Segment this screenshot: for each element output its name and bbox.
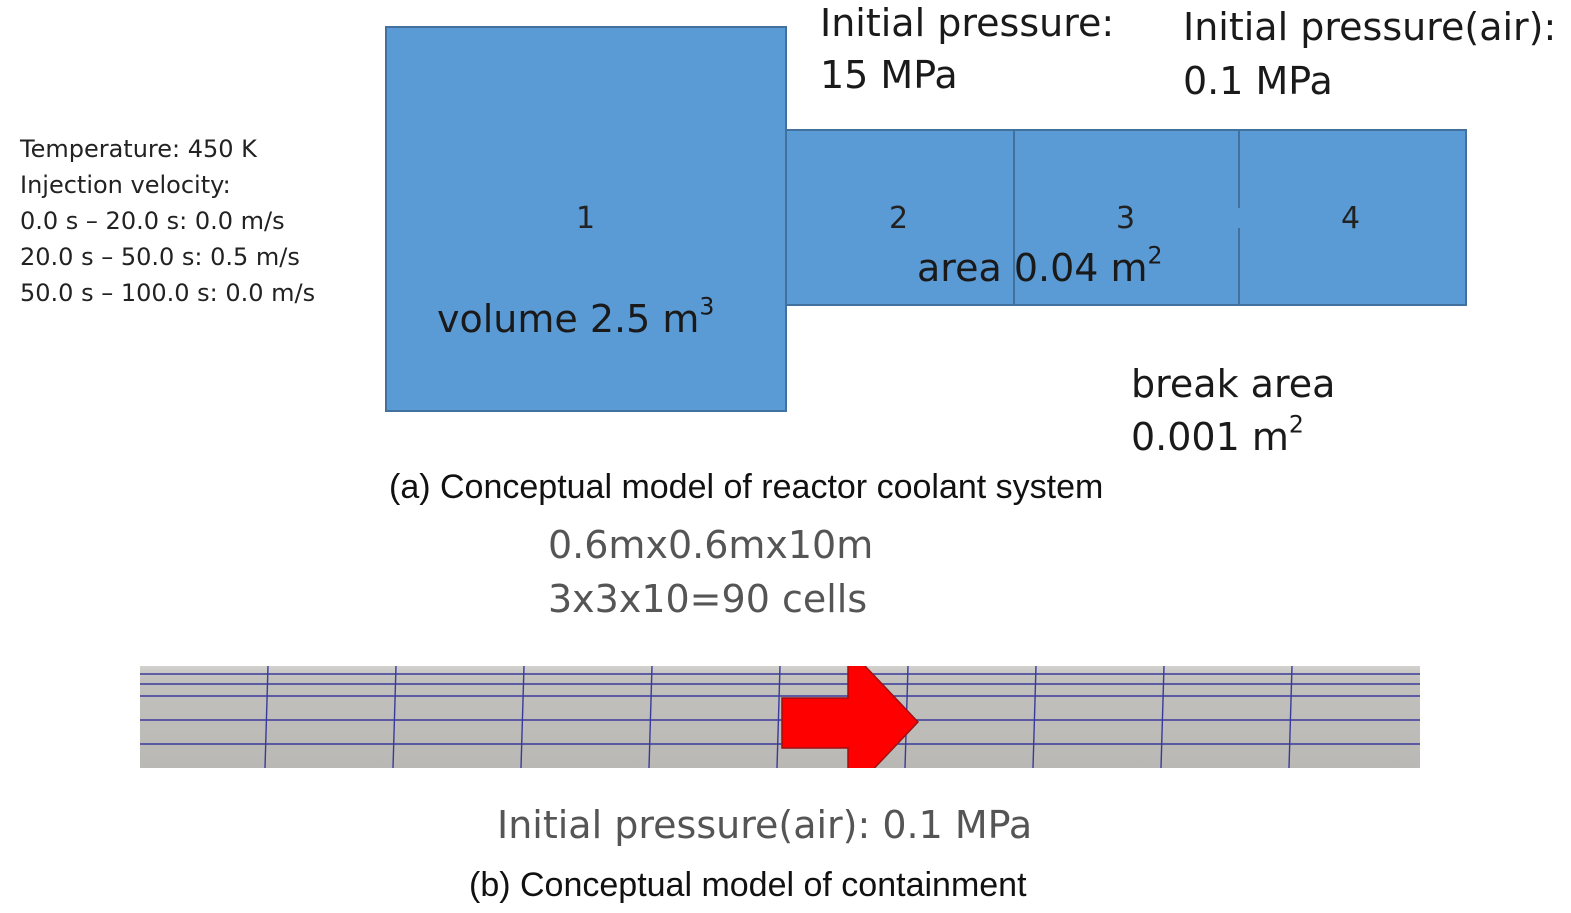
pipe-segment-4 (1238, 129, 1467, 306)
cell-label-2: 2 (889, 201, 909, 236)
injection-schedule-3: 50.0 s – 100.0 s: 0.0 m/s (20, 279, 316, 307)
mesh-column-line (264, 666, 269, 768)
mesh-column-line (776, 666, 781, 768)
break-gap (1236, 208, 1242, 228)
initial-pressure-air-value: 0.1 MPa (1183, 59, 1333, 103)
mesh-column-line (1288, 666, 1293, 768)
temperature-text: Temperature: 450 K (20, 135, 257, 163)
containment-initial-pressure: Initial pressure(air): 0.1 MPa (497, 803, 1033, 847)
caption-a: (a) Conceptual model of reactor coolant … (389, 468, 1104, 506)
injection-schedule-1: 0.0 s – 20.0 s: 0.0 m/s (20, 207, 285, 235)
containment-dimensions: 0.6mx0.6mx10m (548, 523, 874, 567)
containment-cell-count: 3x3x10=90 cells (548, 577, 868, 621)
cell-label-4: 4 (1341, 201, 1361, 236)
break-area-value: 0.001 m2 (1131, 410, 1304, 459)
injection-velocity-label: Injection velocity: (20, 171, 231, 199)
volume-label: volume 2.5 m3 (437, 292, 715, 341)
mesh-column-line (1032, 666, 1037, 768)
flow-arrow (781, 666, 920, 768)
initial-pressure-value: 15 MPa (820, 53, 958, 97)
volume-box-1 (385, 26, 787, 412)
pipe-segment-2 (785, 129, 1015, 306)
cell-label-3: 3 (1116, 201, 1136, 236)
area-label: area 0.04 m2 (917, 241, 1163, 290)
initial-pressure-air-label: Initial pressure(air): (1183, 5, 1557, 49)
mesh-column-line (392, 666, 397, 768)
pipe-segment-3 (1013, 129, 1240, 306)
break-area-label: break area (1131, 362, 1336, 406)
caption-b: (b) Conceptual model of containment (469, 866, 1027, 904)
cell-label-1: 1 (576, 201, 596, 236)
containment-mesh (140, 666, 1420, 768)
injection-schedule-2: 20.0 s – 50.0 s: 0.5 m/s (20, 243, 300, 271)
mesh-column-line (648, 666, 653, 768)
initial-pressure-label: Initial pressure: (820, 1, 1115, 45)
mesh-grid-lines (140, 666, 1420, 768)
mesh-column-line (520, 666, 525, 768)
boundary-conditions-notes: Temperature: 450 K Injection velocity: 0… (20, 131, 315, 311)
mesh-column-line (1160, 666, 1165, 768)
